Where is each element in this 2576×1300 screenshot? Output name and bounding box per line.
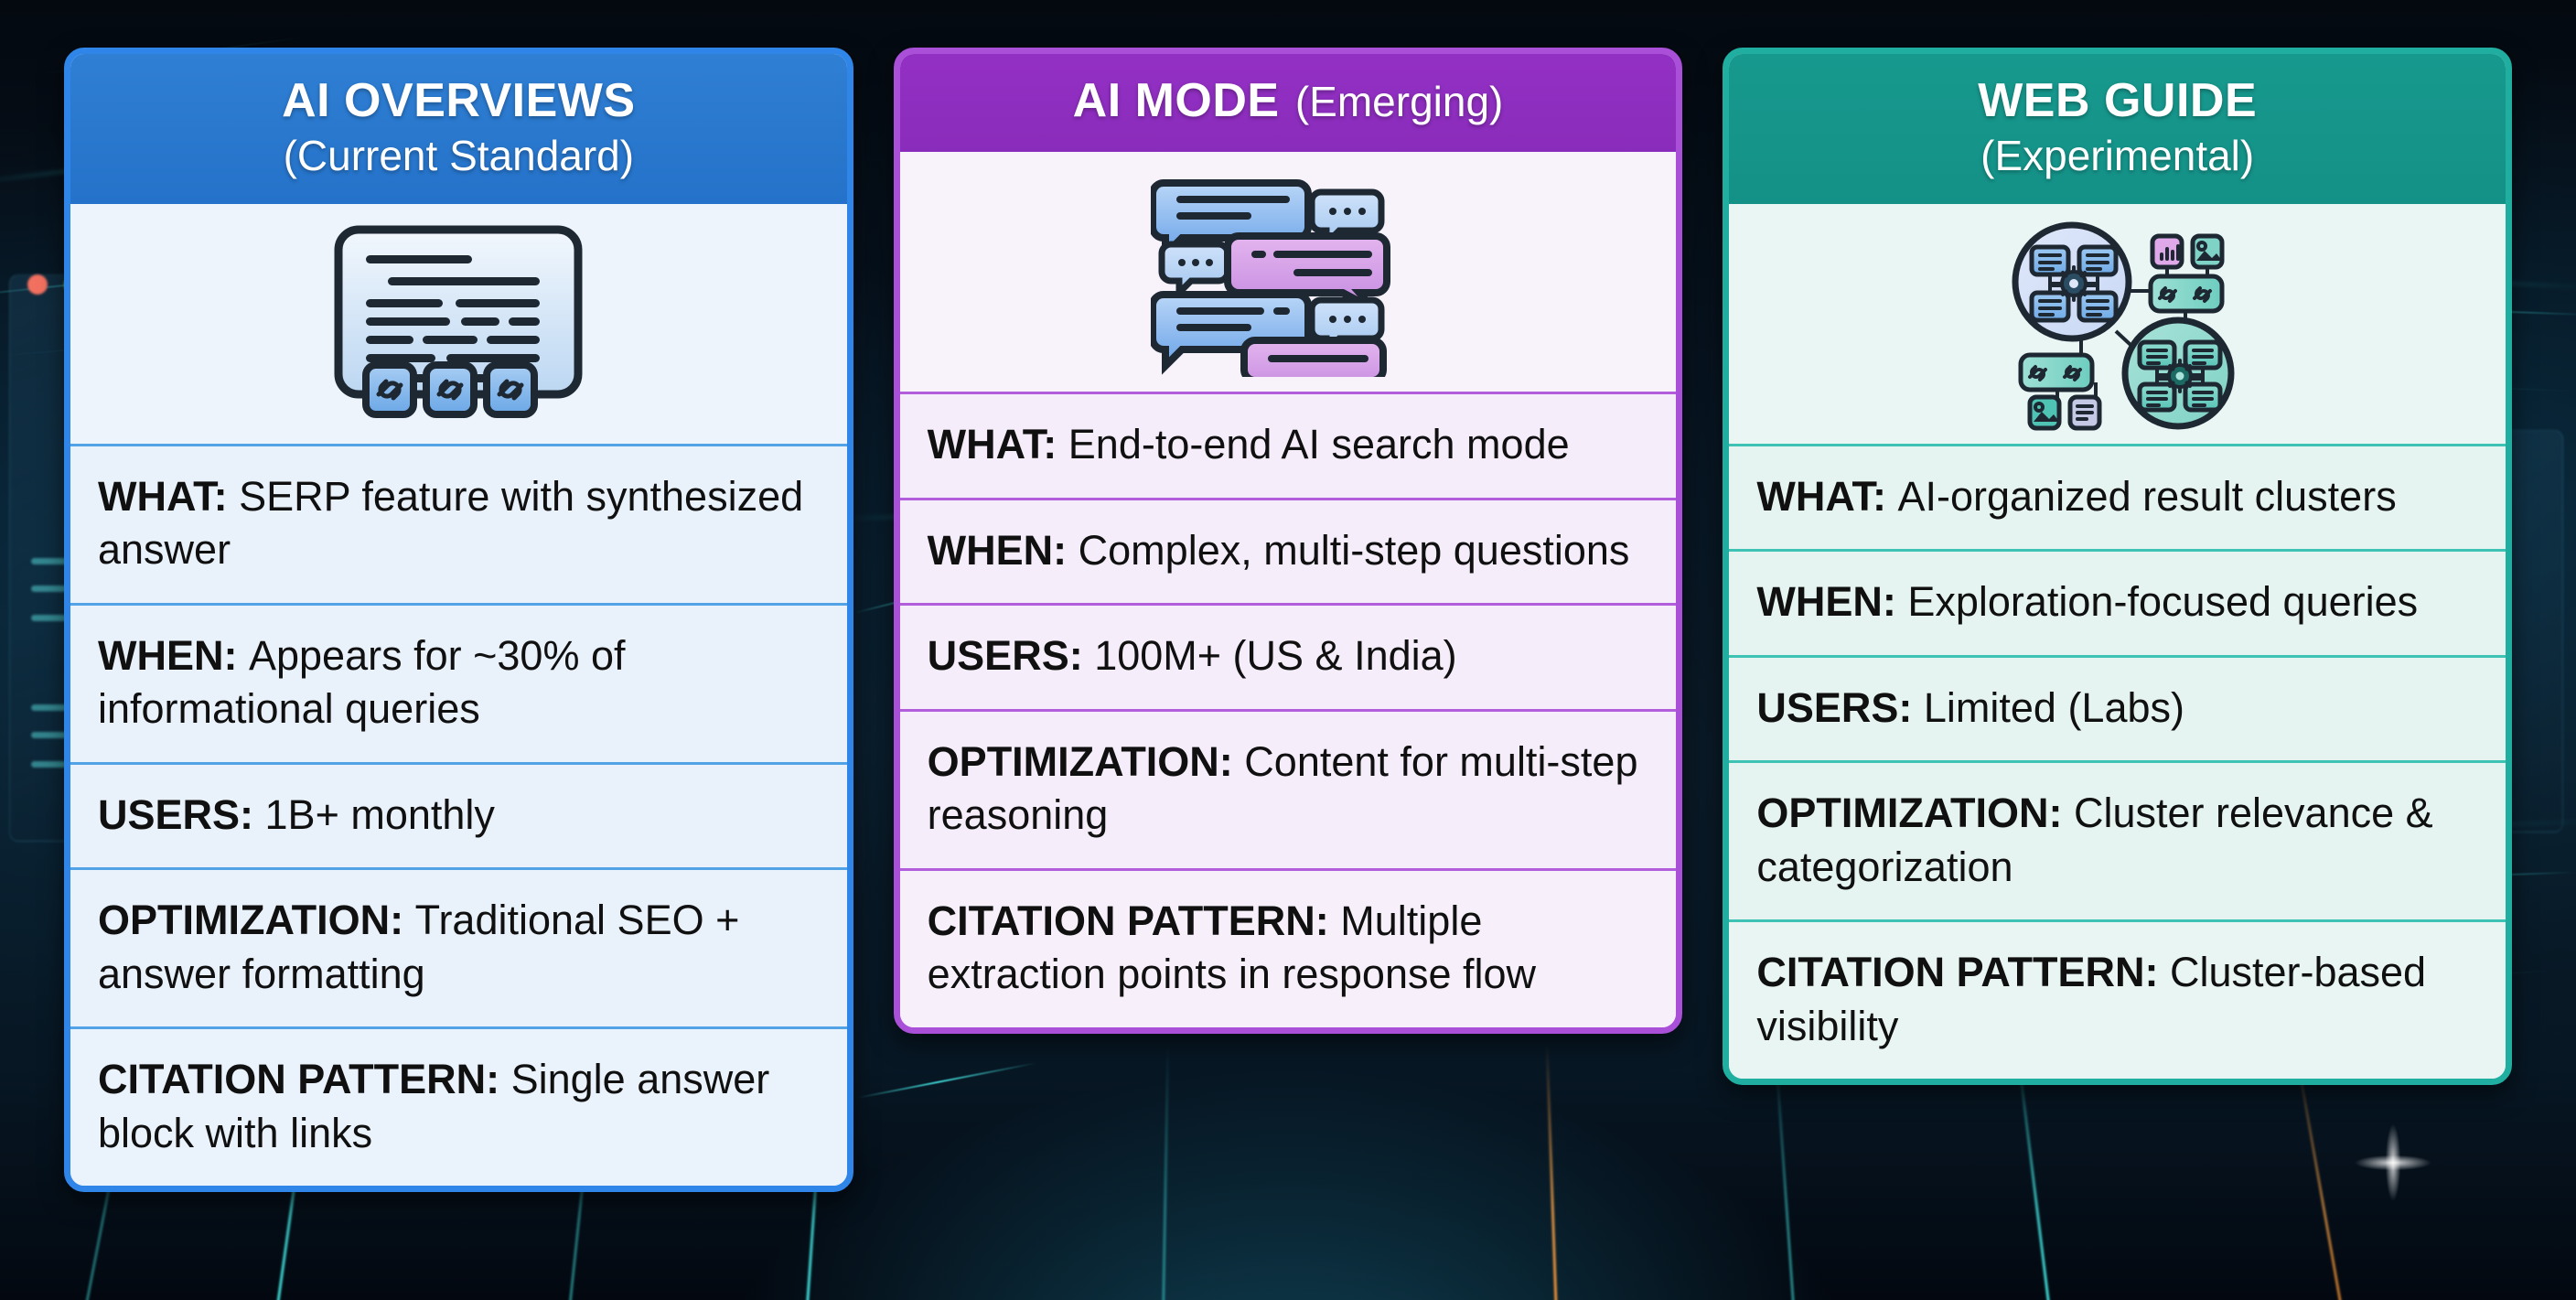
table-row: WHAT: SERP feature with synthesized answ… bbox=[70, 446, 847, 606]
table-row: WHAT: End-to-end AI search mode bbox=[899, 394, 1677, 500]
row-key: USERS: bbox=[927, 632, 1095, 680]
table-row: WHEN: Appears for ~30% of informational … bbox=[70, 605, 847, 765]
chat-bubbles-conversation-icon bbox=[1151, 179, 1390, 378]
table-row: WHEN: Exploration-focused queries bbox=[1729, 552, 2506, 658]
row-key: WHEN: bbox=[927, 526, 1079, 574]
link-bar-lower bbox=[2018, 352, 2095, 392]
table-row: USERS: Limited (Labs) bbox=[1729, 657, 2506, 764]
text-chip-icon-bottom bbox=[2067, 394, 2102, 431]
row-value: Limited (Labs) bbox=[1923, 683, 2184, 731]
gear-icon bbox=[2162, 359, 2197, 394]
table-row: OPTIMIZATION: Cluster relevance & catego… bbox=[1729, 763, 2506, 923]
row-key: WHAT: bbox=[927, 421, 1068, 468]
table-row: OPTIMIZATION: Traditional SEO + answer f… bbox=[70, 870, 847, 1030]
row-value: Complex, multi-step questions bbox=[1078, 526, 1630, 574]
row-value: Multiple extraction points in response f… bbox=[927, 897, 1537, 998]
row-key: WHEN: bbox=[1756, 578, 1908, 626]
row-key: OPTIMIZATION: bbox=[98, 897, 415, 944]
card-header-ai-overviews: AI OVERVIEWS (Current Standard) bbox=[70, 54, 847, 204]
row-key: USERS: bbox=[1756, 683, 1924, 731]
table-row: CITATION PATTERN: Multiple extraction po… bbox=[899, 870, 1677, 1027]
row-key: OPTIMIZATION: bbox=[927, 737, 1245, 785]
row-key: CITATION PATTERN: bbox=[98, 1056, 511, 1103]
row-value: 1B+ monthly bbox=[264, 790, 495, 838]
link-bar-upper bbox=[2148, 274, 2225, 314]
row-value: Single answer block with links bbox=[98, 1056, 770, 1156]
row-key: USERS: bbox=[98, 790, 265, 838]
clustered-network-graph-icon bbox=[2012, 221, 2235, 431]
comparison-card-ai-mode: AI MODE (Emerging) bbox=[893, 48, 1683, 1034]
row-value: SERP feature with synthesized answer bbox=[98, 472, 804, 574]
card-title-main: WEB GUIDE bbox=[1978, 74, 2258, 127]
table-row: CITATION PATTERN: Single answer block wi… bbox=[70, 1029, 847, 1187]
citation-link-chips bbox=[362, 361, 539, 419]
card-title-sub: (Current Standard) bbox=[283, 132, 635, 180]
attribute-rows-ai-overviews: WHAT: SERP feature with synthesized answ… bbox=[70, 446, 847, 1187]
table-row: USERS: 100M+ (US & India) bbox=[899, 606, 1677, 712]
row-value: End-to-end AI search mode bbox=[1068, 421, 1570, 468]
row-key: CITATION PATTERN: bbox=[1756, 949, 2170, 996]
card-header-web-guide: WEB GUIDE (Experimental) bbox=[1729, 54, 2506, 204]
icon-pane-web-guide bbox=[1729, 203, 2506, 446]
comparison-card-web-guide: WEB GUIDE (Experimental) bbox=[1723, 48, 2513, 1086]
row-value: Cluster-based visibility bbox=[1756, 949, 2427, 1049]
row-key: WHEN: bbox=[98, 631, 249, 679]
row-key: WHAT: bbox=[1756, 472, 1898, 520]
table-row: USERS: 1B+ monthly bbox=[70, 764, 847, 871]
row-value: Cluster relevance & categorization bbox=[1756, 790, 2433, 890]
row-value: Traditional SEO + answer formatting bbox=[98, 897, 740, 997]
table-row: WHEN: Complex, multi-step questions bbox=[899, 500, 1677, 607]
row-key: OPTIMIZATION: bbox=[1756, 790, 2074, 837]
table-row: CITATION PATTERN: Cluster-based visibili… bbox=[1729, 922, 2506, 1080]
card-title-main: AI OVERVIEWS bbox=[282, 74, 636, 127]
row-key: CITATION PATTERN: bbox=[927, 897, 1341, 944]
icon-pane-ai-mode bbox=[899, 152, 1677, 395]
card-title-sub-text: (Emerging) bbox=[1294, 78, 1504, 125]
chart-chip-icon bbox=[2150, 233, 2184, 270]
table-row: OPTIMIZATION: Content for multi-step rea… bbox=[899, 711, 1677, 871]
card-title-main: AI MODE bbox=[1072, 74, 1280, 127]
comparison-card-ai-overviews: AI OVERVIEWS (Current Standard) bbox=[64, 48, 853, 1193]
row-value: Content for multi-step reasoning bbox=[927, 737, 1638, 839]
row-value: AI-organized result clusters bbox=[1897, 472, 2397, 520]
row-value: 100M+ (US & India) bbox=[1094, 632, 1457, 680]
table-row: WHAT: AI-organized result clusters bbox=[1729, 446, 2506, 553]
image-chip-icon-bottom bbox=[2027, 394, 2062, 431]
attribute-rows-web-guide: WHAT: AI-organized result clusters WHEN:… bbox=[1729, 446, 2506, 1080]
attribute-rows-ai-mode: WHAT: End-to-end AI search mode WHEN: Co… bbox=[899, 394, 1677, 1027]
image-chip-icon bbox=[2190, 233, 2225, 270]
card-title-sub: (Experimental) bbox=[1980, 132, 2255, 180]
row-value: Appears for ~30% of informational querie… bbox=[98, 631, 626, 733]
gear-icon bbox=[2055, 265, 2092, 303]
card-title-sub bbox=[1283, 78, 1295, 125]
row-key: WHAT: bbox=[98, 472, 240, 520]
card-header-ai-mode: AI MODE (Emerging) bbox=[899, 54, 1677, 153]
document-with-citation-links-icon bbox=[334, 225, 583, 419]
icon-pane-ai-overviews bbox=[70, 203, 847, 446]
row-value: Exploration-focused queries bbox=[1907, 578, 2419, 626]
